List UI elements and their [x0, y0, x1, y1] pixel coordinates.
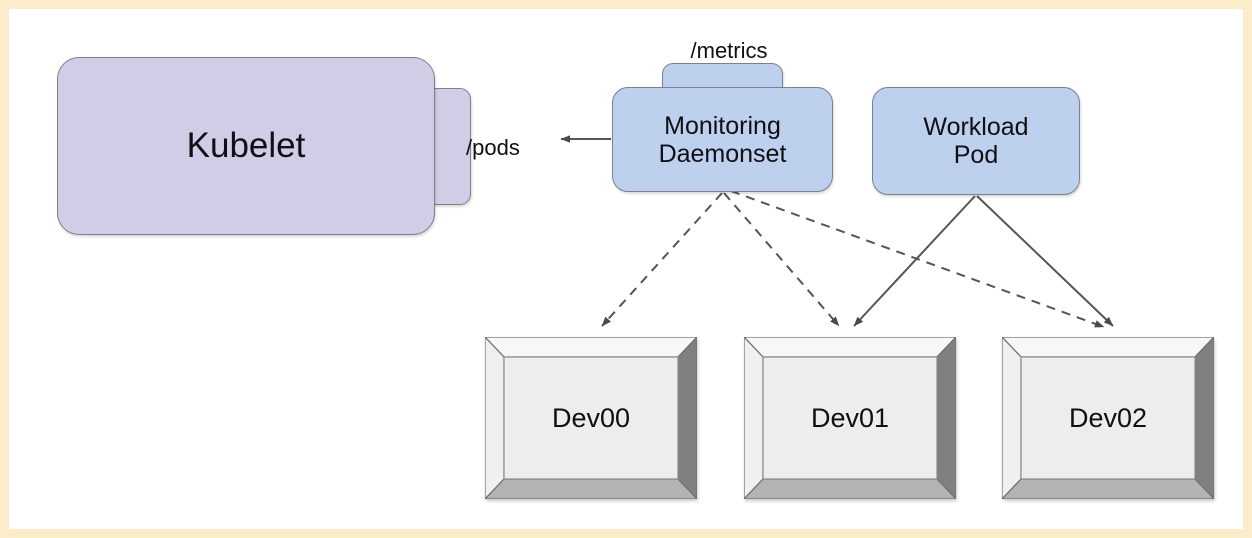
metrics-port-label: /metrics [664, 38, 794, 64]
pods-port-label-text: /pods [466, 135, 520, 160]
node-dev02-label: Dev02 [1068, 402, 1148, 433]
node-workload-pod-label: Workload Pod [923, 113, 1029, 169]
edge-workload-to-dev02 [976, 195, 1114, 327]
dev02-cube-shape [1002, 337, 1214, 499]
node-dev02[interactable]: Dev02 [1002, 337, 1214, 499]
node-dev01-label: Dev01 [810, 402, 890, 433]
node-workload-pod[interactable]: Workload Pod [872, 87, 1080, 195]
node-kubelet-label: Kubelet [186, 126, 306, 166]
edge-monitoring-to-dev02 [730, 190, 1105, 328]
node-monitoring-daemonset-label: Monitoring Daemonset [658, 111, 787, 168]
edge-workload-to-dev01 [853, 195, 976, 327]
node-dev00[interactable]: Dev00 [485, 337, 697, 499]
pods-port-label: /pods [466, 135, 556, 161]
dev00-cube-shape [485, 337, 697, 499]
dev01-cube-shape [744, 337, 956, 499]
node-kubelet[interactable]: Kubelet [57, 57, 435, 235]
node-dev01[interactable]: Dev01 [744, 337, 956, 499]
edge-monitoring-to-dev00 [601, 192, 723, 327]
diagram-inner-canvas: Kubelet /pods /metrics Monitoring Daemon… [9, 9, 1243, 529]
edge-monitoring-to-dev01 [723, 192, 840, 327]
node-dev00-label: Dev00 [551, 402, 631, 433]
metrics-port-label-text: /metrics [690, 38, 768, 63]
node-monitoring-daemonset[interactable]: Monitoring Daemonset [612, 87, 833, 192]
